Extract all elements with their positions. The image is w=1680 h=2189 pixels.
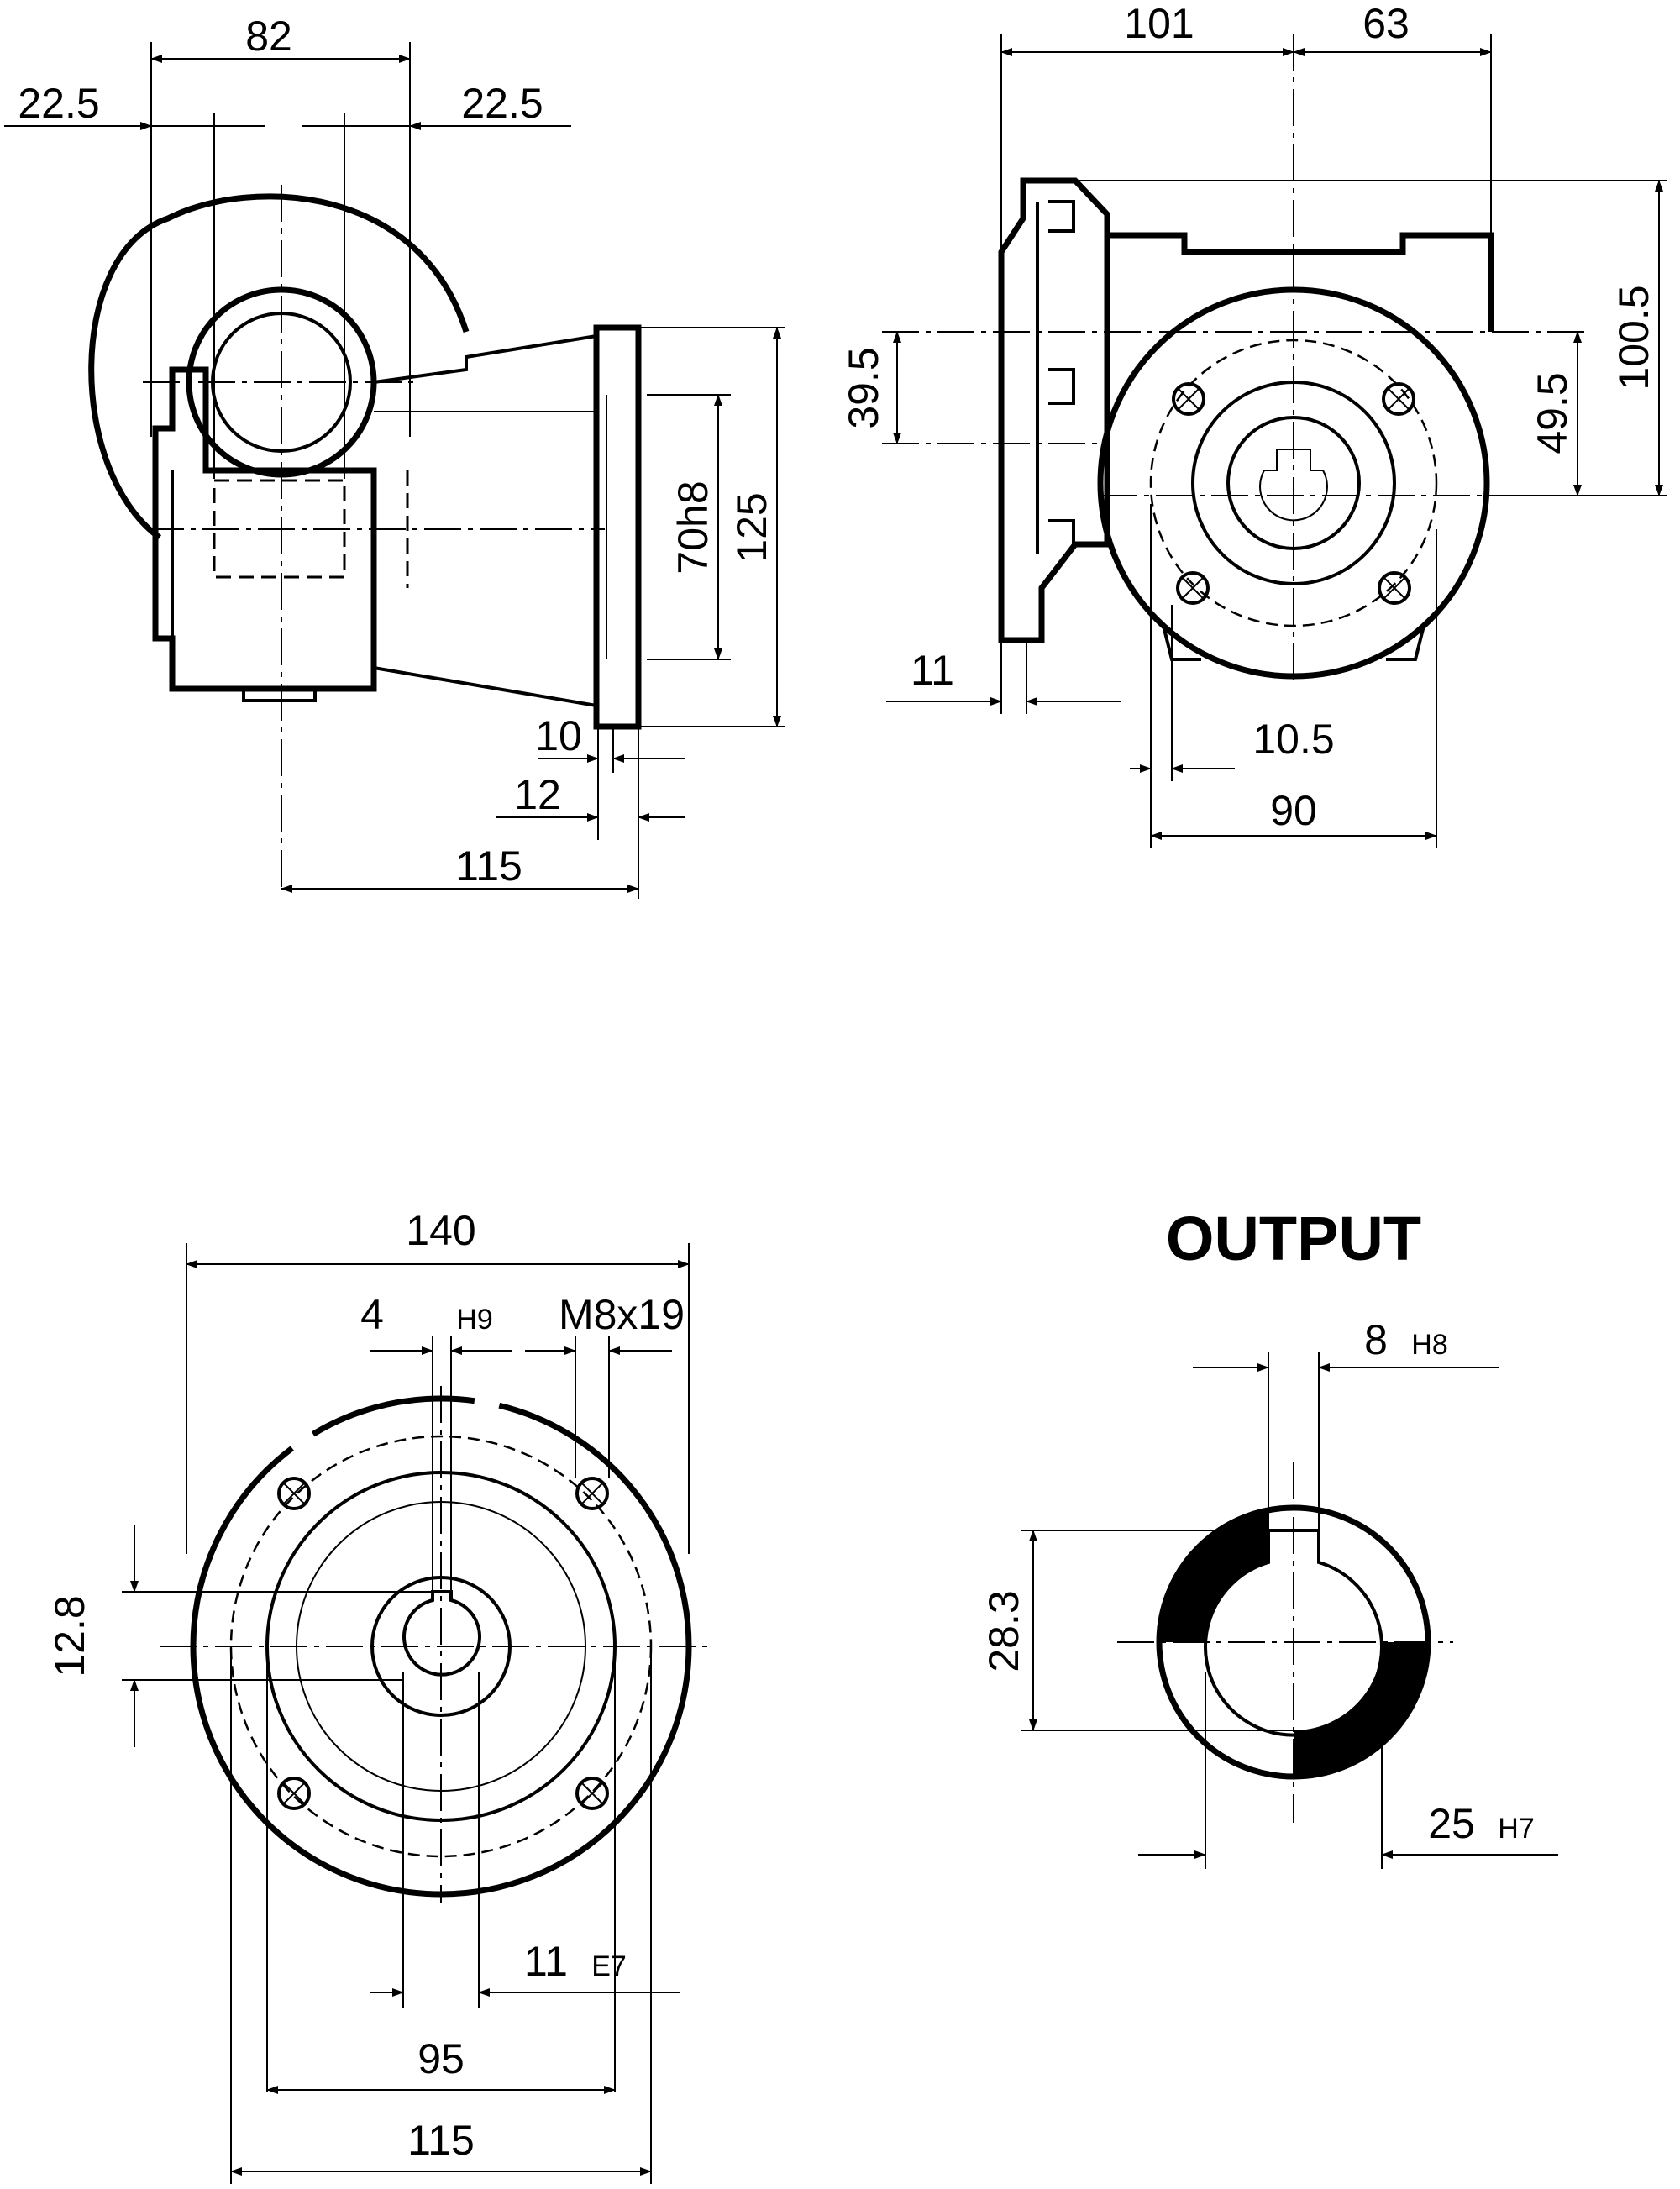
dim-49-5: 49.5 bbox=[1529, 372, 1576, 454]
front-view-flange-tab bbox=[1048, 519, 1075, 544]
side-view-foot bbox=[242, 687, 317, 702]
dim-4: 4 bbox=[360, 1291, 384, 1338]
dim-m8x19: M8x19 bbox=[559, 1291, 685, 1338]
flange-view-bore bbox=[402, 1590, 481, 1677]
side-view-gearbox-body bbox=[152, 366, 377, 692]
dim-90: 90 bbox=[1270, 787, 1317, 834]
front-view-bolt-hole bbox=[1378, 571, 1411, 605]
dim-4-tolerance: H9 bbox=[456, 1304, 492, 1336]
dim-10: 10 bbox=[535, 712, 582, 759]
output-view-bore bbox=[1204, 1529, 1383, 1737]
side-view-adapter-top bbox=[373, 334, 597, 384]
dim-125: 125 bbox=[728, 492, 775, 562]
front-view-flange-tab bbox=[1048, 200, 1075, 233]
side-view-adapter-bottom bbox=[373, 666, 597, 707]
dim-100-5: 100.5 bbox=[1610, 285, 1657, 390]
dim-25: 25 bbox=[1428, 1800, 1475, 1847]
dim-28-3: 28.3 bbox=[980, 1590, 1027, 1672]
dim-101: 101 bbox=[1124, 0, 1194, 47]
flange-view-bolt-hole bbox=[575, 1777, 609, 1810]
flange-view-bolt-hole bbox=[277, 1477, 311, 1510]
dim-11-tolerance: E7 bbox=[591, 1950, 627, 1982]
dim-22-5-right: 22.5 bbox=[461, 80, 543, 127]
front-view: 101 63 100.5 49.5 39.5 11 10.5 90 bbox=[840, 0, 1667, 848]
output-title: OUTPUT bbox=[1166, 1204, 1421, 1273]
front-view-bolt-hole bbox=[1382, 382, 1415, 416]
dim-82: 82 bbox=[245, 13, 292, 60]
dim-70h8: 70h8 bbox=[669, 480, 717, 574]
dim-12: 12 bbox=[514, 771, 561, 818]
dim-8: 8 bbox=[1364, 1316, 1388, 1363]
front-view-flange-plate bbox=[998, 177, 1110, 643]
side-view: 82 22.5 22.5 125 70h8 10 12 115 bbox=[4, 13, 785, 899]
output-view-section-left bbox=[1158, 1509, 1268, 1642]
front-view-housing-top bbox=[1107, 232, 1494, 332]
flange-view: 140 4 H9 M8x19 12.8 11 E7 95 115 bbox=[46, 1207, 710, 2184]
dim-115-side: 115 bbox=[455, 843, 522, 890]
front-view-foot bbox=[1386, 625, 1425, 661]
output-view-section-right bbox=[1294, 1642, 1429, 1779]
flange-view-bolt-hole bbox=[277, 1777, 311, 1810]
front-view-keyway bbox=[1259, 449, 1328, 522]
side-view-flange bbox=[593, 324, 642, 730]
flange-view-bolt-hole bbox=[575, 1477, 609, 1510]
dim-22-5-left: 22.5 bbox=[18, 80, 99, 127]
side-view-motor-arc bbox=[88, 193, 470, 540]
dim-95: 95 bbox=[417, 2035, 465, 2082]
dim-140: 140 bbox=[406, 1207, 475, 1254]
dim-115-flange: 115 bbox=[407, 2117, 475, 2164]
dim-10-5: 10.5 bbox=[1252, 716, 1334, 763]
dim-25-tolerance: H7 bbox=[1498, 1813, 1534, 1845]
front-view-bolt-hole bbox=[1172, 382, 1205, 416]
dim-39-5: 39.5 bbox=[840, 347, 887, 428]
dim-8-tolerance: H8 bbox=[1411, 1329, 1447, 1361]
front-view-bolt-hole bbox=[1176, 571, 1210, 605]
output-view: OUTPUT 8 H8 28.3 25 H7 bbox=[980, 1204, 1558, 1869]
front-view-flange-tab bbox=[1048, 368, 1075, 405]
dim-12-8: 12.8 bbox=[46, 1595, 93, 1677]
dim-11-front: 11 bbox=[911, 647, 954, 694]
dim-11-bore: 11 bbox=[524, 1938, 568, 1985]
dim-63: 63 bbox=[1362, 0, 1410, 47]
